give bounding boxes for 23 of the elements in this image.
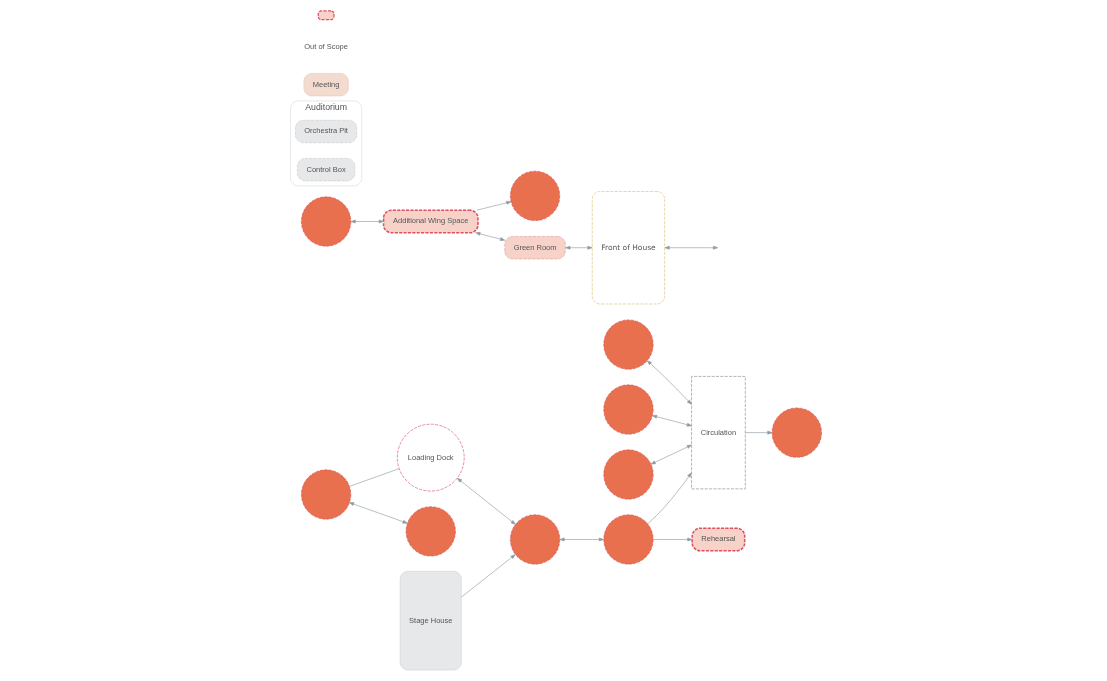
- arrow: [647, 472, 692, 525]
- arrow: [475, 232, 506, 241]
- node-circle: [603, 514, 654, 565]
- connector: [349, 468, 400, 487]
- arrow: [461, 554, 516, 598]
- node-circle: [603, 384, 654, 435]
- arrow: [349, 502, 408, 524]
- arrow: [652, 414, 692, 427]
- node-circle: [771, 407, 822, 458]
- arrow: [350, 219, 384, 224]
- arrow: [457, 478, 516, 525]
- arrow: [646, 360, 692, 405]
- arrow: [745, 430, 773, 435]
- node-circle: [301, 469, 352, 520]
- arrow: [664, 245, 719, 250]
- arrow: [559, 537, 604, 542]
- node-circle: [405, 506, 456, 557]
- arrow: [653, 537, 693, 542]
- node-circle: [510, 170, 561, 221]
- node-circle: [301, 196, 352, 247]
- arrow: [565, 245, 593, 250]
- arrow: [476, 201, 512, 211]
- arrow: [650, 444, 692, 465]
